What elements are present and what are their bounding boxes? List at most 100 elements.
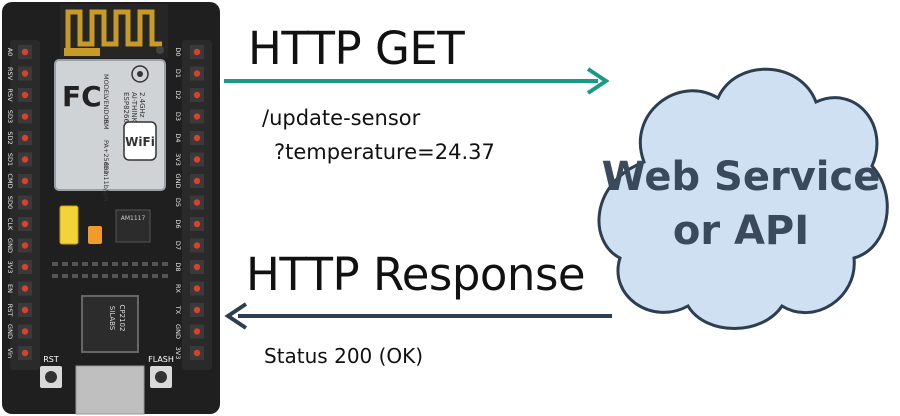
pin-label-left: 3V3 <box>6 261 14 274</box>
pin-hole <box>193 306 201 314</box>
pin-hole <box>21 306 29 314</box>
flash-button: FLASH <box>148 355 174 388</box>
http-response-label: HTTP Response <box>246 248 586 301</box>
request-query: ?temperature=24.37 <box>274 140 495 164</box>
pin-label-right: 3V3 <box>174 347 182 360</box>
pin-label-left: SD3 <box>6 110 14 123</box>
cloud-label: Web Service or API <box>586 150 896 258</box>
smd-part <box>152 262 158 266</box>
pin-label-right: D2 <box>174 90 182 99</box>
module-text-line: VENDOR <box>102 96 110 125</box>
smd-part <box>52 262 58 266</box>
nodemcu-board-icon: A0RSVRSVSD3SD2SD1CMDSD0CLKGND3V3ENRSTGND… <box>2 2 220 415</box>
pin-label-left: EN <box>6 284 14 293</box>
pin-label-right: D7 <box>174 241 182 250</box>
smd-part <box>162 274 168 278</box>
request-arrow <box>224 67 610 95</box>
pin-hole <box>193 263 201 271</box>
smd-part <box>122 262 128 266</box>
usb-chip-line1: SILABS <box>108 306 116 331</box>
smd-part <box>122 274 128 278</box>
pin-hole <box>193 242 201 249</box>
smd-part <box>112 274 118 278</box>
pin-hole <box>21 91 29 99</box>
pin-label-left: A0 <box>6 48 14 57</box>
pin-hole <box>21 349 29 357</box>
pin-hole <box>21 177 29 185</box>
response-status: Status 200 (OK) <box>264 344 424 368</box>
pin-hole <box>193 220 201 228</box>
smd-part <box>142 274 148 278</box>
pin-label-right: 3V3 <box>174 153 182 166</box>
smd-part <box>72 274 78 278</box>
response-arrow <box>224 302 612 330</box>
pin-hole <box>193 91 201 99</box>
module-band: 2.4GHz <box>138 92 146 118</box>
flash-label: FLASH <box>148 355 174 364</box>
pin-hole <box>193 70 201 77</box>
cloud-label-line1: Web Service <box>601 154 881 200</box>
pin-label-right: D8 <box>174 262 182 271</box>
pin-hole <box>193 48 201 56</box>
pin-label-right: D0 <box>174 47 182 56</box>
module-brand: FC <box>62 80 102 113</box>
smd-part <box>72 262 78 266</box>
module-text-line: ISM <box>102 118 110 130</box>
pin-label-right: GND <box>174 324 182 339</box>
voltage-regulator: AM1117 <box>115 209 151 243</box>
wifi-logo-text: WiFi <box>125 135 155 149</box>
pin-label-left: RST <box>6 304 14 317</box>
pin-hole <box>193 328 201 335</box>
module-text-line: PA+25dBm <box>102 140 110 177</box>
led <box>88 226 102 244</box>
pin-label-left: CLK <box>6 218 14 231</box>
smd-part <box>82 262 88 266</box>
smd-part <box>62 262 68 266</box>
smd-part <box>52 274 58 278</box>
usb-port-icon <box>75 365 145 415</box>
pin-label-right: D6 <box>174 219 182 228</box>
module-text-line: 802.11b/g/n <box>102 162 110 202</box>
pin-label-left: CMD <box>6 173 14 188</box>
usb-chip: SILABS CP2102 <box>81 295 139 353</box>
cloud-icon <box>597 67 889 330</box>
pin-label-left: SD2 <box>6 131 14 144</box>
pin-label-right: RX <box>174 284 182 294</box>
pin-label-right: GND <box>174 174 182 189</box>
pin-hole <box>21 285 29 292</box>
pin-hole <box>21 156 29 163</box>
pin-label-left: SD1 <box>6 153 14 166</box>
pin-hole <box>21 199 29 206</box>
pin-label-left: GND <box>6 324 14 339</box>
pin-hole <box>21 328 29 335</box>
smd-part <box>92 274 98 278</box>
smd-components <box>52 262 168 278</box>
capacitor <box>59 205 79 245</box>
pin-hole <box>21 263 29 271</box>
pin-label-left: GND <box>6 238 14 253</box>
pin-hole <box>21 113 29 120</box>
pin-label-right: D3 <box>174 112 182 121</box>
pin-hole <box>193 199 201 206</box>
pin-header-right <box>190 45 204 360</box>
request-path: /update-sensor <box>262 106 421 130</box>
pin-hole <box>193 156 201 163</box>
smd-part <box>152 274 158 278</box>
pin-label-right: D1 <box>174 69 182 78</box>
pin-hole <box>21 220 29 228</box>
pin-hole <box>21 134 29 142</box>
pin-hole <box>193 113 201 120</box>
wifi-logo-icon: WiFi <box>123 121 157 161</box>
smd-part <box>162 262 168 266</box>
smd-part <box>132 262 138 266</box>
pin-hole <box>193 285 201 292</box>
rst-button: RST <box>40 355 62 388</box>
pin-label-left: SD0 <box>6 196 14 209</box>
antenna-trace <box>60 4 168 58</box>
smd-part <box>142 262 148 266</box>
pin-hole <box>193 177 201 185</box>
